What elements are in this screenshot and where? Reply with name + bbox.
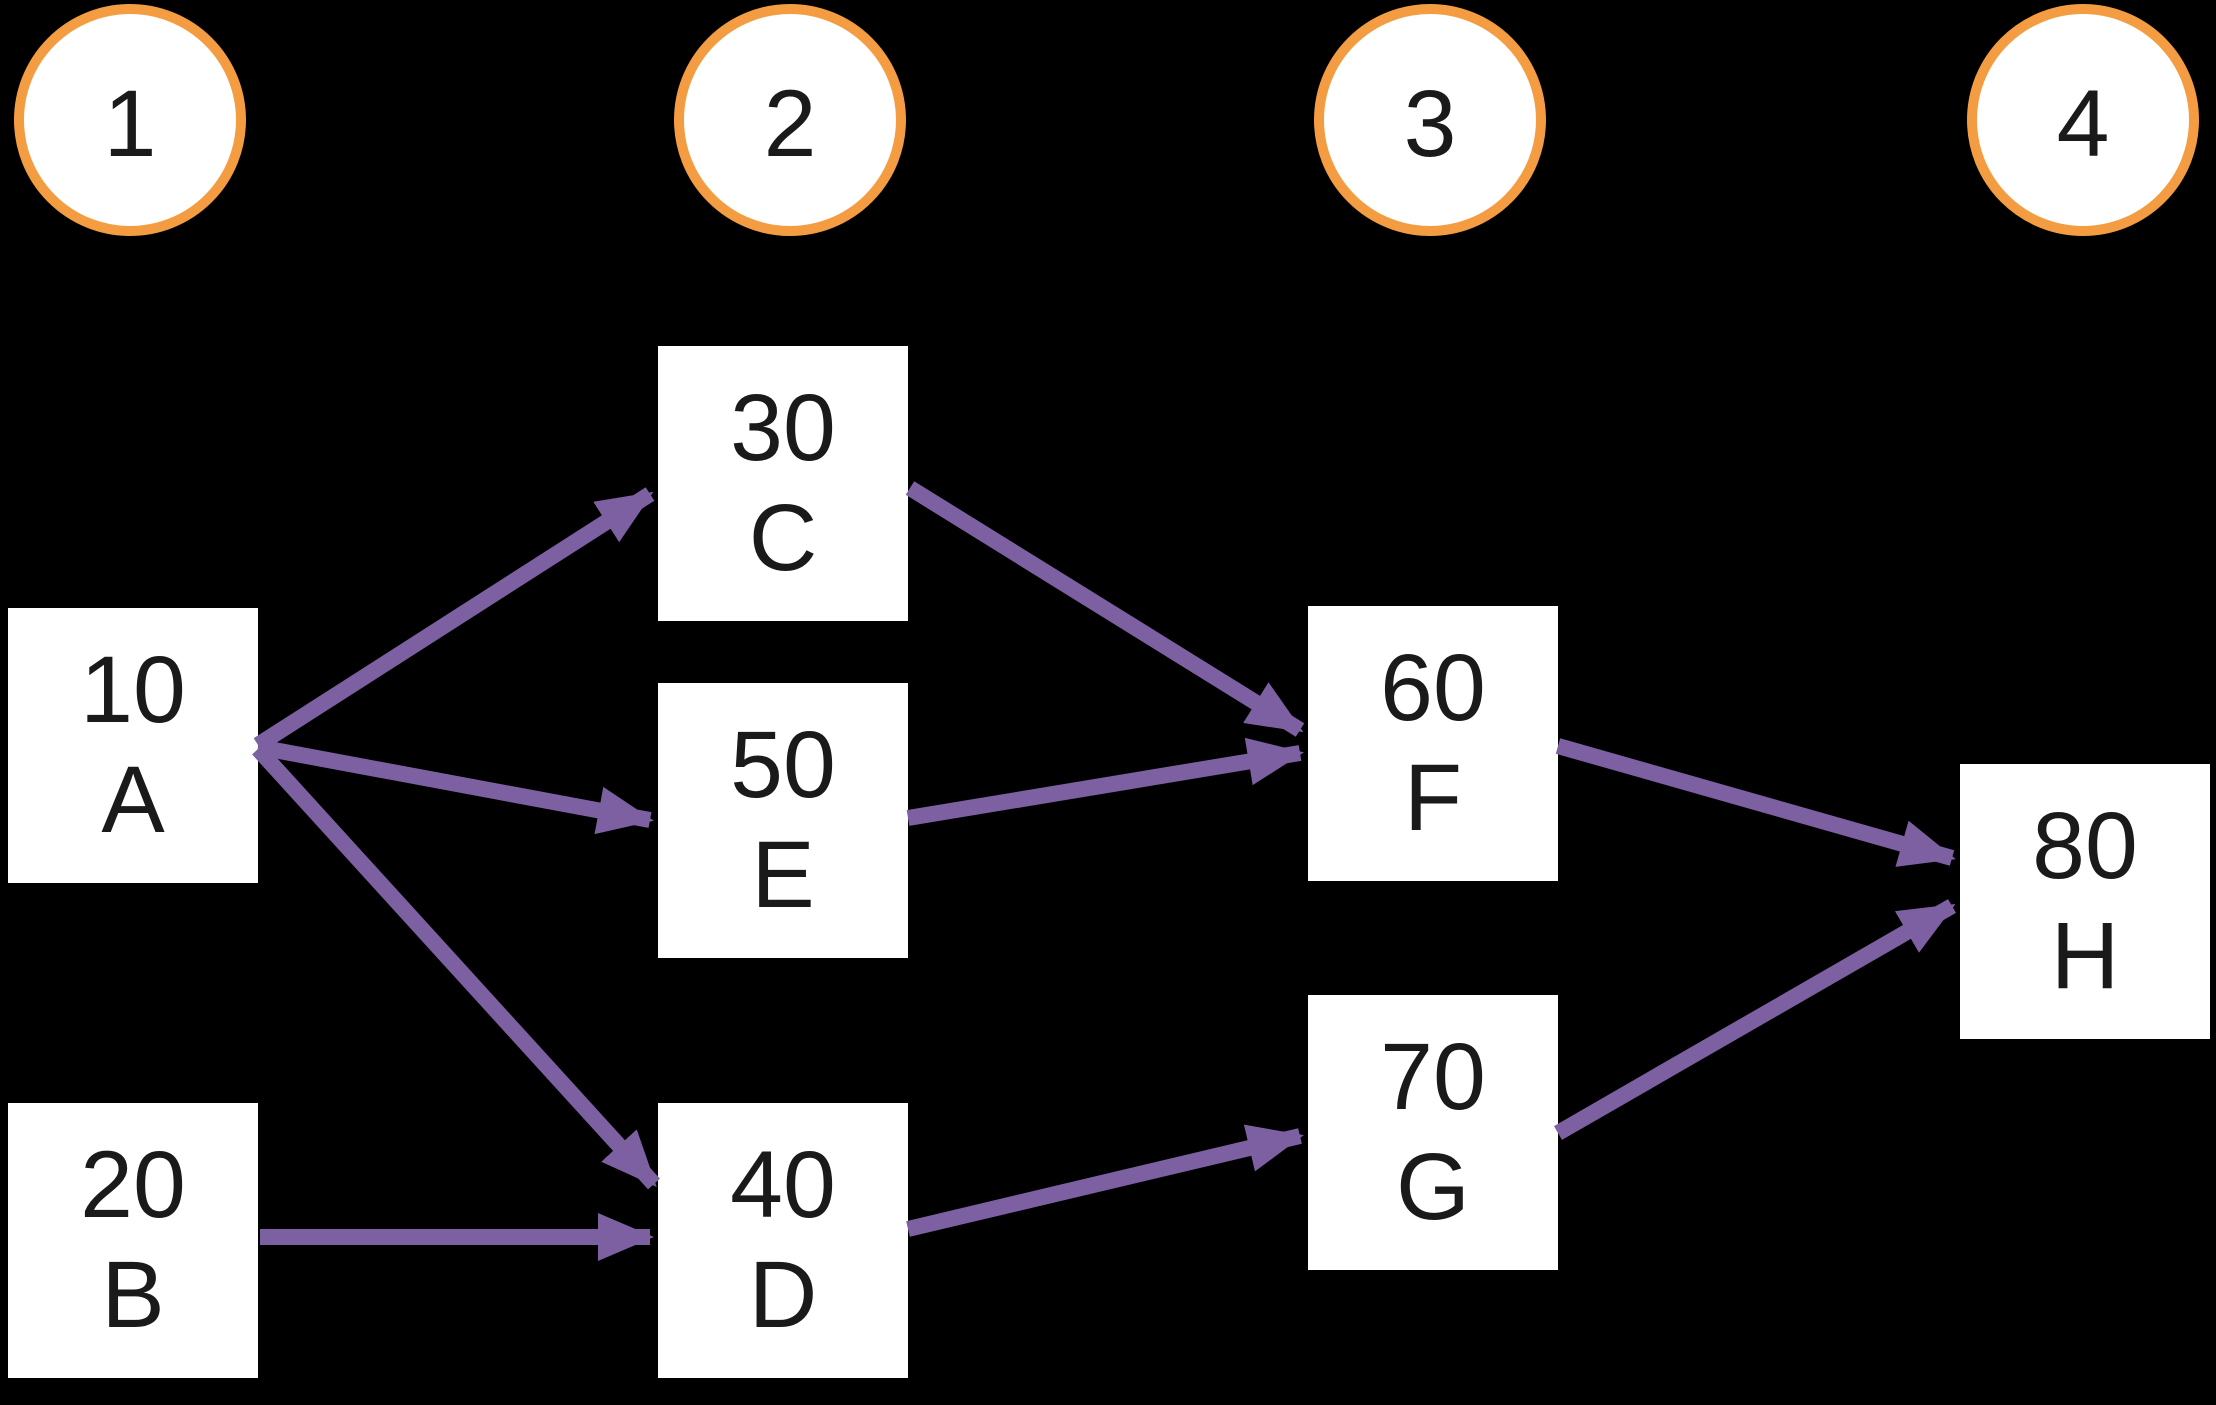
node-B-box bbox=[8, 1103, 258, 1378]
stage-marker-3: 3 bbox=[1314, 4, 1546, 236]
edge-G-H bbox=[1554, 899, 1956, 1140]
node-C-label: C bbox=[749, 485, 818, 591]
node-F: 60 F bbox=[1308, 606, 1558, 881]
stage-marker-4: 4 bbox=[1967, 4, 2199, 236]
stage-label-2: 2 bbox=[764, 71, 817, 177]
node-H-label: H bbox=[2051, 903, 2120, 1009]
node-E-box bbox=[658, 683, 908, 958]
node-E-value: 50 bbox=[730, 712, 836, 818]
node-B-label: B bbox=[101, 1242, 164, 1348]
node-D-label: D bbox=[749, 1242, 818, 1348]
edges bbox=[252, 481, 1956, 1261]
node-E-label: E bbox=[751, 822, 814, 928]
node-A-value: 10 bbox=[80, 637, 186, 743]
node-G-value: 70 bbox=[1380, 1024, 1486, 1130]
stage-markers: 1 2 3 4 bbox=[14, 4, 2199, 236]
edge-E-F bbox=[906, 737, 1304, 826]
nodes: 10 A 20 B 30 C 50 E 40 D bbox=[8, 346, 2210, 1378]
node-C-value: 30 bbox=[730, 375, 836, 481]
edge-F-H bbox=[1555, 738, 1956, 867]
node-F-box bbox=[1308, 606, 1558, 881]
node-D-box bbox=[658, 1103, 908, 1378]
stage-marker-1: 1 bbox=[14, 4, 246, 236]
stage-marker-2: 2 bbox=[674, 4, 906, 236]
node-E: 50 E bbox=[658, 683, 908, 958]
stage-label-3: 3 bbox=[1404, 71, 1457, 177]
node-B: 20 B bbox=[8, 1103, 258, 1378]
node-B-value: 20 bbox=[80, 1132, 186, 1238]
node-G: 70 G bbox=[1308, 995, 1558, 1270]
node-H: 80 H bbox=[1960, 764, 2210, 1039]
node-D-value: 40 bbox=[730, 1132, 836, 1238]
node-A: 10 A bbox=[8, 608, 258, 883]
node-H-box bbox=[1960, 764, 2210, 1039]
stage-label-4: 4 bbox=[2057, 71, 2110, 177]
node-C-box bbox=[658, 346, 908, 621]
stage-circle-1 bbox=[14, 4, 246, 236]
edge-A-E bbox=[256, 739, 654, 835]
stage-label-1: 1 bbox=[104, 71, 157, 177]
node-F-label: F bbox=[1404, 745, 1462, 851]
node-F-value: 60 bbox=[1380, 635, 1486, 741]
stage-circle-3 bbox=[1314, 4, 1546, 236]
node-G-box bbox=[1308, 995, 1558, 1270]
edge-D-G bbox=[906, 1124, 1304, 1237]
edge-A-C bbox=[253, 487, 655, 752]
node-A-label: A bbox=[101, 747, 165, 853]
node-D: 40 D bbox=[658, 1103, 908, 1378]
node-G-label: G bbox=[1396, 1134, 1470, 1240]
edge-A-D bbox=[252, 743, 660, 1190]
edge-C-F bbox=[905, 481, 1305, 737]
node-A-box bbox=[8, 608, 258, 883]
stage-circle-4 bbox=[1967, 4, 2199, 236]
node-H-value: 80 bbox=[2032, 793, 2138, 899]
node-C: 30 C bbox=[658, 346, 908, 621]
stage-circle-2 bbox=[674, 4, 906, 236]
